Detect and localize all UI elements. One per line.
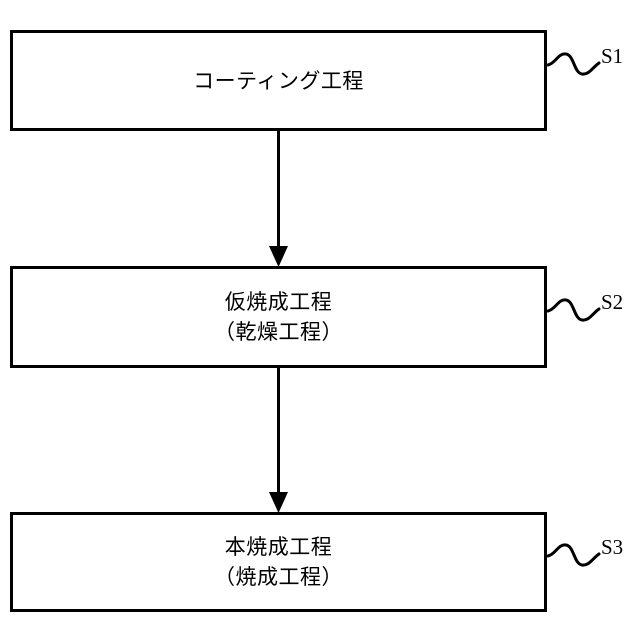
process-box-s3[interactable]: 本焼成工程 （焼成工程） bbox=[10, 512, 547, 612]
process-box-s3-label-line2: （焼成工程） bbox=[214, 565, 343, 589]
process-box-s2-label-line1: 仮焼成工程 bbox=[224, 290, 333, 314]
step-reference-label-s1: S1 bbox=[601, 44, 624, 68]
process-box-s3-label-line1: 本焼成工程 bbox=[224, 535, 333, 559]
process-box-s2[interactable]: 仮焼成工程 （乾燥工程） bbox=[10, 266, 547, 368]
step-reference-label-s2: S2 bbox=[601, 290, 624, 314]
process-box-s2-label-line2: （乾燥工程） bbox=[214, 320, 343, 344]
process-box-s1[interactable]: コーティング工程 bbox=[10, 30, 547, 131]
process-box-s1-label-line1: コーティング工程 bbox=[193, 68, 364, 93]
step-reference-label-s3: S3 bbox=[601, 535, 624, 559]
